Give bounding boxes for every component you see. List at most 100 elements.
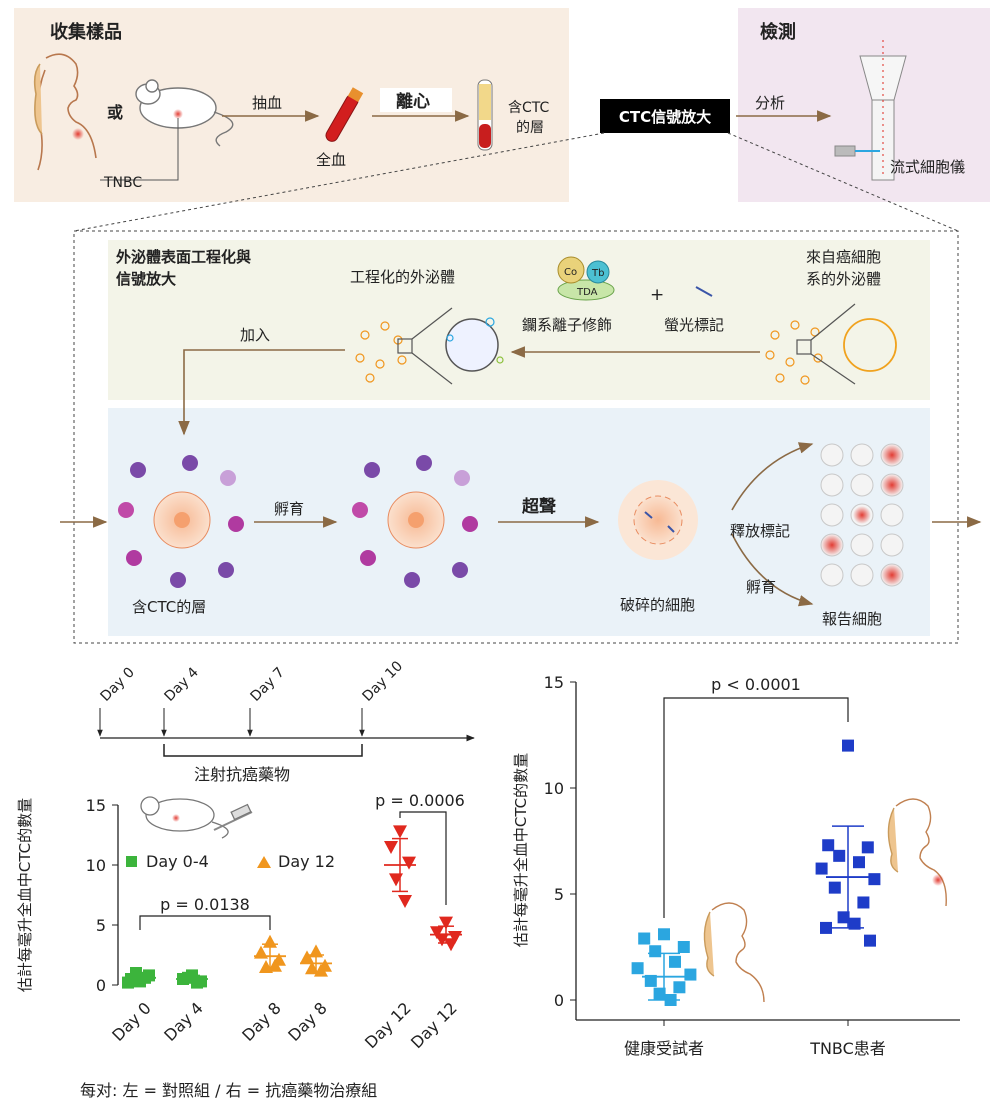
ctc-layer-cells-label: 含CTC的層 [132,598,206,616]
timeline-day-4: Day 4 [162,664,202,704]
timeline-day-7: Day 7 [248,665,288,705]
data-point [848,917,861,930]
data-point [853,856,865,869]
data-point [669,955,681,968]
legend-marker-day0-4 [126,856,137,867]
x-tick-label: Day 12 [407,998,461,1052]
cancer-exo-label-1: 來自癌細胞 [806,248,881,266]
data-point [658,928,670,941]
centrifuge-label: 離心 [396,91,430,112]
data-point [653,987,666,1000]
data-point [122,976,134,989]
y-tick-label: 10 [544,779,564,798]
timeline-day-0: Day 0 [98,665,138,705]
data-point [444,938,458,952]
significance-label: p = 0.0138 [160,895,250,914]
healthy-woman-icon [703,902,765,1003]
incubate-label: 孵育 [274,500,304,518]
engineering-panel [108,240,930,400]
ctc-amplify-box [600,99,730,133]
cancer-exo-label-2: 系的外泌體 [806,270,881,288]
incubate2-label: 孵育 [746,578,776,596]
x-tick-label: 健康受試者 [624,1039,704,1058]
incubated-cells-icon [352,455,478,588]
plus-label: + [650,285,664,305]
data-point [644,974,657,987]
legend-label: Day 12 [278,852,335,871]
lanthanide-icon [557,256,615,301]
or-label: 或 [107,103,123,122]
data-point [398,895,412,908]
y-axis-label: 估計每毫升全血中CTC的數量 [512,753,530,947]
data-point [649,945,662,958]
significance-label: p < 0.0001 [711,675,801,694]
x-tick-label: TNBC患者 [809,1039,886,1058]
centrifuged-tube-icon [477,79,493,151]
timeline [97,708,365,737]
flow-cytometer-icon [834,40,907,181]
significance-bracket [663,697,849,918]
data-point [833,849,846,862]
x-tick-label: Day 12 [361,998,415,1052]
release-label: 釋放標記 [730,522,790,540]
x-tick-label: Day 8 [284,998,331,1045]
collect-panel [14,8,569,202]
tda-label: TDA [576,287,598,298]
data-point [309,944,323,958]
y-tick-label: 0 [554,991,564,1010]
data-point [393,825,407,839]
data-point [673,981,686,994]
data-point [389,873,403,887]
data-point [822,839,835,852]
timeline-day-10: Day 10 [360,658,407,705]
co-label: Co [564,267,577,278]
lanthanide-mod-label: 鑭系離子修飾 [522,316,612,334]
add-label: 加入 [240,326,270,344]
engineered-exosome-label: 工程化的外泌體 [350,268,455,286]
y-tick-label: 10 [86,856,106,875]
tb-label: Tb [591,268,604,279]
chart-footnote: 每对: 左 = 對照組 / 右 = 抗癌藥物治療組 [80,1081,377,1100]
mouse-icon [135,79,234,147]
detect-panel [738,8,990,202]
broken-cell-icon [618,480,698,560]
mouse-syringe-icon [140,796,253,839]
data-point [815,862,828,875]
ctc-layer-cells-icon [118,455,244,588]
data-point [842,739,854,752]
collect-title: 收集樣品 [50,21,122,43]
data-point [864,934,876,947]
tnbc-label: TNBC [103,175,142,191]
inject-drug-label: 注射抗癌藥物 [194,765,290,784]
data-point [828,881,841,894]
data-point [300,950,314,964]
significance-label: p = 0.0006 [375,791,465,810]
x-tick-label: Day 8 [238,998,285,1045]
x-tick-label: Day 4 [160,998,207,1045]
draw-blood-label: 抽血 [252,94,282,112]
data-point [439,916,453,930]
data-point [857,896,870,909]
woman-profile-icon [33,53,97,171]
analyze-label: 分析 [755,94,785,112]
data-point [314,963,328,977]
x-tick-label: Day 0 [108,998,155,1045]
significance-bracket [399,811,447,905]
flow-cytometer-label: 流式細胞儀 [890,158,965,176]
legend-marker-day12 [257,856,271,868]
data-point [638,932,651,945]
ctc-layer-label-1: 含CTC [508,100,550,116]
data-point [677,941,690,953]
data-point [861,841,874,854]
y-tick-label: 15 [86,796,106,815]
ultrasound-label: 超聲 [522,496,556,517]
y-tick-label: 15 [544,673,564,692]
broken-cells-label: 破碎的細胞 [620,596,695,614]
engineering-title-2: 信號放大 [116,270,176,288]
data-point [430,926,444,940]
whole-blood-label: 全血 [316,151,346,169]
legend-label: Day 0-4 [146,852,209,871]
detect-title: 檢測 [760,21,796,43]
